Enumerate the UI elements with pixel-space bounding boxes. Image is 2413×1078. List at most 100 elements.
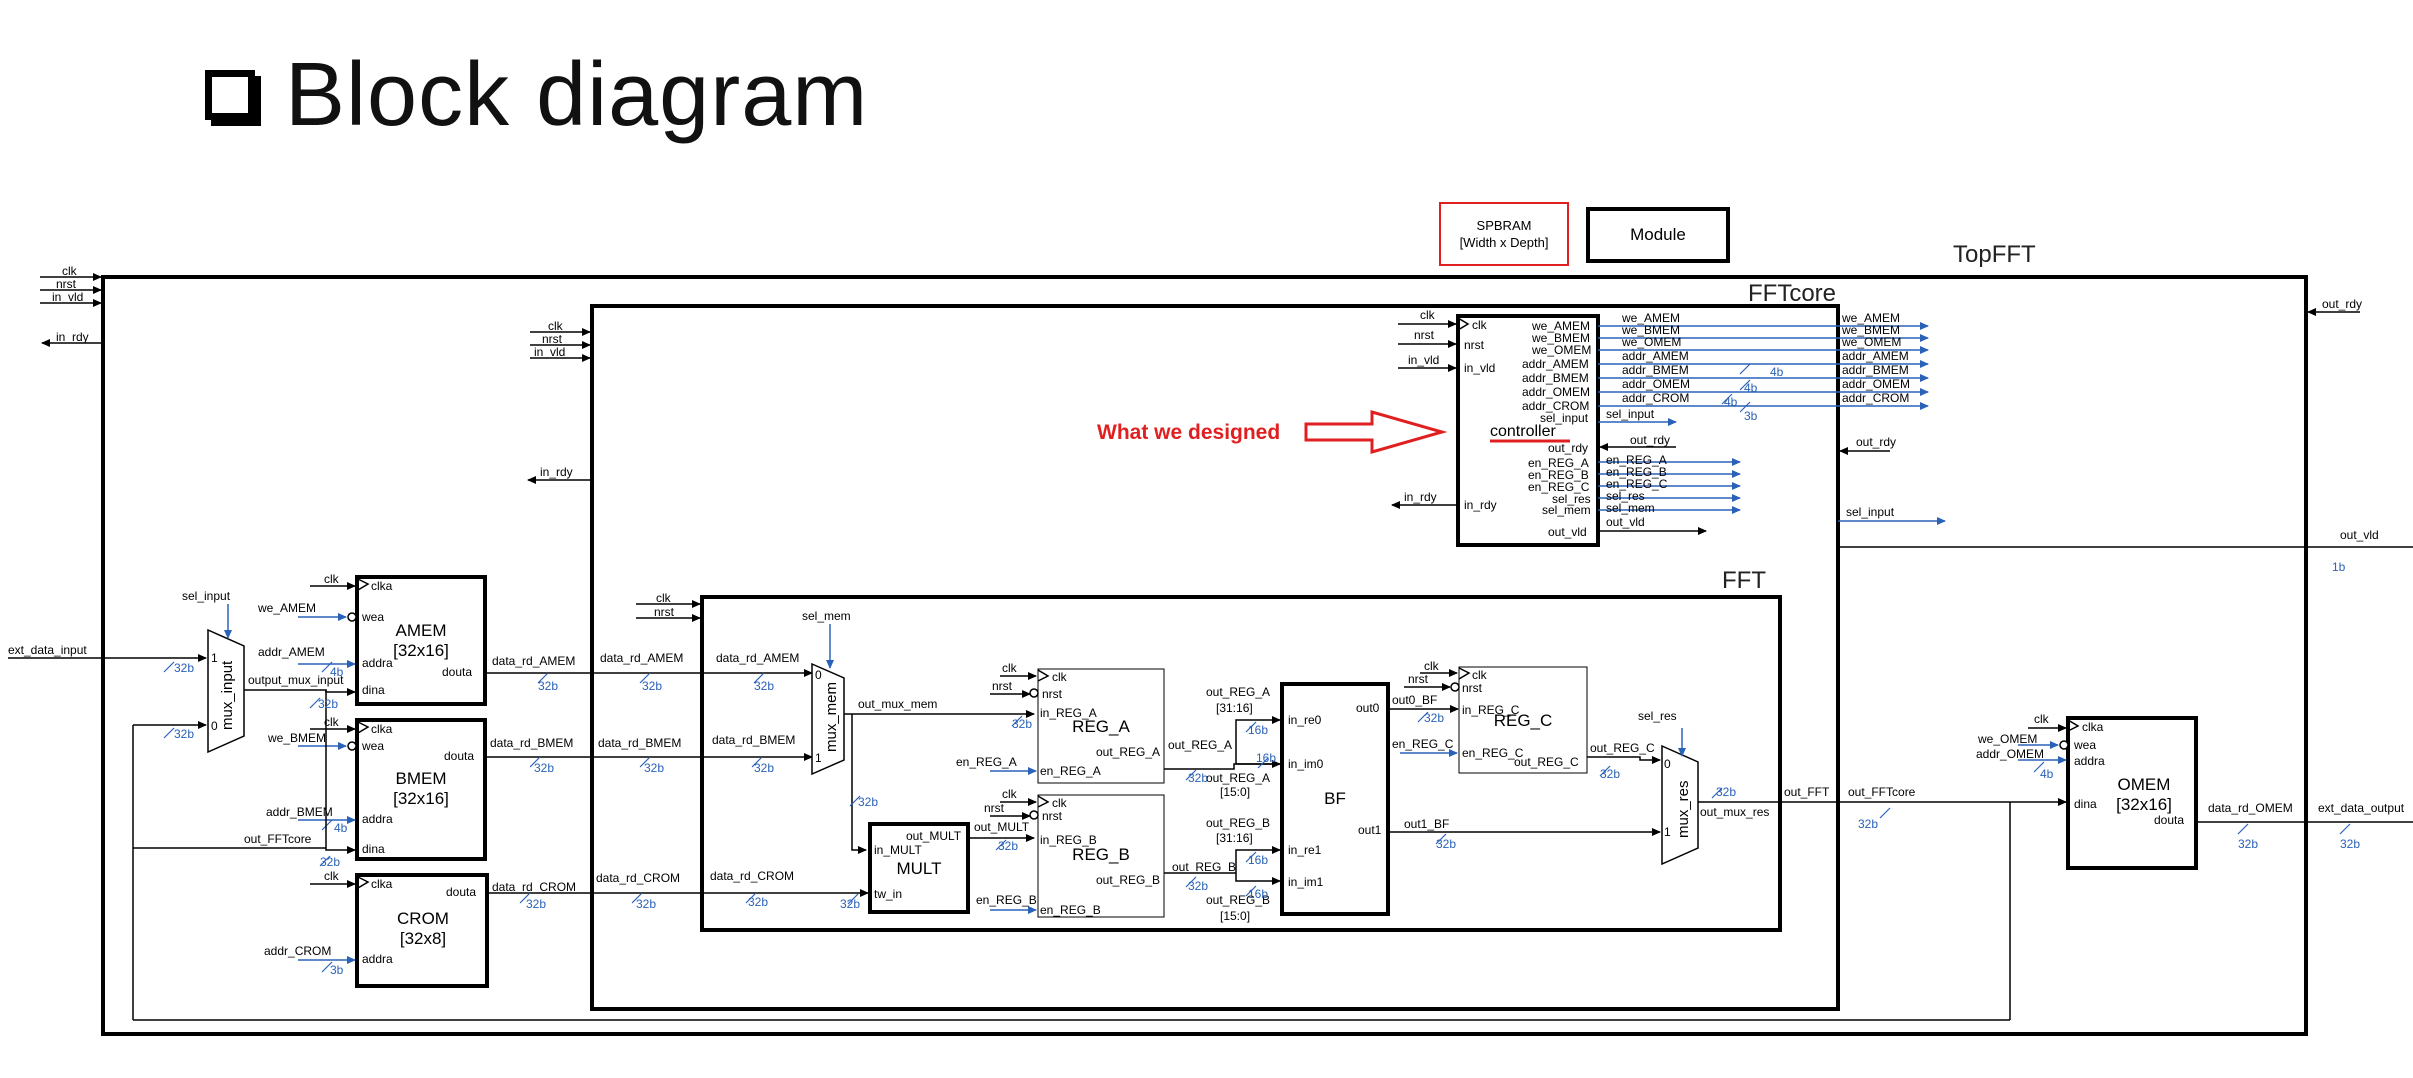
ctrl-width-addr-o: 4b bbox=[1724, 395, 1738, 409]
ctrl-we-omem-port: we_OMEM bbox=[1531, 343, 1591, 357]
reg-a-block bbox=[1037, 668, 1165, 784]
bmem-addr-width: 4b bbox=[334, 821, 348, 835]
data-rd-crom-w2: 32b bbox=[636, 897, 656, 911]
mux-res-sel: sel_res bbox=[1638, 709, 1677, 723]
reg-a-label: REG_A bbox=[1072, 717, 1130, 736]
ctrl-en-reg-a-wire: en_REG_A bbox=[1606, 453, 1667, 467]
ext-data-output-width: 32b bbox=[2340, 837, 2360, 851]
data-rd-amem-w2: 32b bbox=[642, 679, 662, 693]
ctrl-addr-amem-port: addr_AMEM bbox=[1522, 357, 1589, 371]
ctrl-in-rdy-port: in_rdy bbox=[1464, 498, 1497, 512]
omem-addr-width: 4b bbox=[2040, 767, 2054, 781]
out-fft-label: out_FFT bbox=[1784, 785, 1830, 799]
tw-in-width: 32b bbox=[840, 897, 860, 911]
reg-b-out-width: 32b bbox=[1188, 879, 1208, 893]
mux-input-sel: sel_input bbox=[182, 589, 231, 603]
out0-bf-label: out0_BF bbox=[1392, 693, 1437, 707]
reg-a-in: in_REG_A bbox=[1040, 706, 1097, 720]
amem-clka: clka bbox=[371, 579, 393, 593]
bf-a-lo-label: out_REG_A bbox=[1206, 771, 1270, 785]
data-rd-bmem-w2: 32b bbox=[644, 761, 664, 775]
amem-block bbox=[355, 575, 487, 706]
designed-annotation: What we designed bbox=[1097, 421, 1280, 444]
bullet-box-icon bbox=[205, 70, 255, 120]
ctrl-en-reg-c-port: en_REG_C bbox=[1528, 480, 1590, 494]
crom-label: CROM bbox=[397, 909, 449, 928]
reg-b-out-wire: out_REG_B bbox=[1172, 860, 1236, 874]
bmem-addra: addra bbox=[362, 812, 393, 826]
mux-input-0-width: 32b bbox=[174, 727, 194, 741]
core-addr-crom-label: addr_CROM bbox=[1842, 391, 1909, 405]
amem-douta: douta bbox=[442, 665, 472, 679]
core-we-bmem-label: we_BMEM bbox=[1841, 323, 1900, 337]
data-rd-crom-3: data_rd_CROM bbox=[710, 869, 794, 883]
bmem-label: BMEM bbox=[396, 769, 447, 788]
reg-c-clk-in: clk bbox=[1424, 659, 1440, 673]
crom-addr-width: 3b bbox=[330, 963, 344, 977]
ctrl-addr-crom-wire: addr_CROM bbox=[1622, 391, 1689, 405]
ctrl-out-rdy-port: out_rdy bbox=[1548, 441, 1588, 455]
mult-out-label: out_MULT bbox=[906, 829, 962, 843]
amem-addra: addra bbox=[362, 656, 393, 670]
amem-we-in: we_AMEM bbox=[257, 601, 316, 615]
reg-b-nrst-in: nrst bbox=[984, 801, 1005, 815]
amem-size: [32x16] bbox=[393, 641, 449, 660]
bmem-size: [32x16] bbox=[393, 789, 449, 808]
ctrl-we-amem-wire: we_AMEM bbox=[1621, 311, 1680, 325]
mux-mem-out-width: 32b bbox=[858, 795, 878, 809]
out1-bf-width: 32b bbox=[1436, 837, 1456, 851]
crom-size: [32x8] bbox=[400, 929, 446, 948]
core-nrst-label: nrst bbox=[542, 332, 563, 346]
bf-label: BF bbox=[1324, 789, 1346, 808]
data-rd-bmem-3: data_rd_BMEM bbox=[712, 733, 795, 747]
bf-in-im0: in_im0 bbox=[1288, 757, 1324, 771]
crom-clka: clka bbox=[371, 877, 393, 891]
data-rd-amem-1: data_rd_AMEM bbox=[492, 654, 575, 668]
core-we-omem-label: we_OMEM bbox=[1841, 335, 1901, 349]
data-rd-crom-w1: 32b bbox=[526, 897, 546, 911]
bmem-block bbox=[355, 718, 487, 861]
ctrl-we-bmem-wire: we_BMEM bbox=[1621, 323, 1680, 337]
reg-c-nrst: nrst bbox=[1462, 681, 1483, 695]
legend-spbram-size: [Width x Depth] bbox=[1460, 235, 1549, 250]
reg-a-out-wire: out_REG_A bbox=[1168, 738, 1232, 752]
core-addr-omem-label: addr_OMEM bbox=[1842, 377, 1910, 391]
reg-a-clk: clk bbox=[1052, 670, 1068, 684]
ctrl-out-vld-wire: out_vld bbox=[1606, 515, 1645, 529]
ctrl-sel-mem-wire: sel_mem bbox=[1606, 501, 1655, 515]
data-rd-bmem-w1: 32b bbox=[534, 761, 554, 775]
ctrl-sel-input-port: sel_input bbox=[1540, 411, 1589, 425]
ctrl-clk-port: clk bbox=[1472, 318, 1488, 332]
ctrl-clk-outer: clk bbox=[1420, 308, 1436, 322]
crom-addr-in: addr_CROM bbox=[264, 944, 331, 958]
bf-block bbox=[1280, 682, 1390, 916]
ctrl-sel-res-wire: sel_res bbox=[1606, 489, 1645, 503]
fftcore-block bbox=[590, 304, 1840, 1011]
bf-in-re1: in_re1 bbox=[1288, 843, 1322, 857]
page-title: Block diagram bbox=[285, 44, 869, 145]
top-out-rdy-label: out_rdy bbox=[2322, 297, 2362, 311]
ctrl-nrst-outer: nrst bbox=[1414, 328, 1435, 342]
ctrl-addr-omem-wire: addr_OMEM bbox=[1622, 377, 1690, 391]
mux-res-block bbox=[1661, 744, 1699, 866]
omem-clka: clka bbox=[2082, 720, 2104, 734]
reg-a-nrst: nrst bbox=[1042, 687, 1063, 701]
amem-clk-in: clk bbox=[324, 572, 340, 586]
bf-out0: out0 bbox=[1356, 701, 1380, 715]
reg-c-nrst-in: nrst bbox=[1408, 672, 1429, 686]
output-mux-input-width: 32b bbox=[318, 697, 338, 711]
data-rd-amem-2: data_rd_AMEM bbox=[600, 651, 683, 665]
out0-bf-width: 32b bbox=[1424, 711, 1444, 725]
core-addr-amem-label: addr_AMEM bbox=[1842, 349, 1909, 363]
core-we-amem-label: we_AMEM bbox=[1841, 311, 1900, 325]
ctrl-we-omem-wire: we_OMEM bbox=[1621, 335, 1681, 349]
bmem-addr-in: addr_BMEM bbox=[266, 805, 333, 819]
data-rd-crom-2: data_rd_CROM bbox=[596, 871, 680, 885]
ext-data-output-label: ext_data_output bbox=[2318, 801, 2405, 815]
omem-wea: wea bbox=[2073, 738, 2096, 752]
mux-mem-1: 1 bbox=[815, 751, 822, 765]
reg-a-clk-in: clk bbox=[1002, 661, 1018, 675]
topfft-label: TopFFT bbox=[1953, 241, 2036, 268]
ctrl-out-vld-port: out_vld bbox=[1548, 525, 1587, 539]
